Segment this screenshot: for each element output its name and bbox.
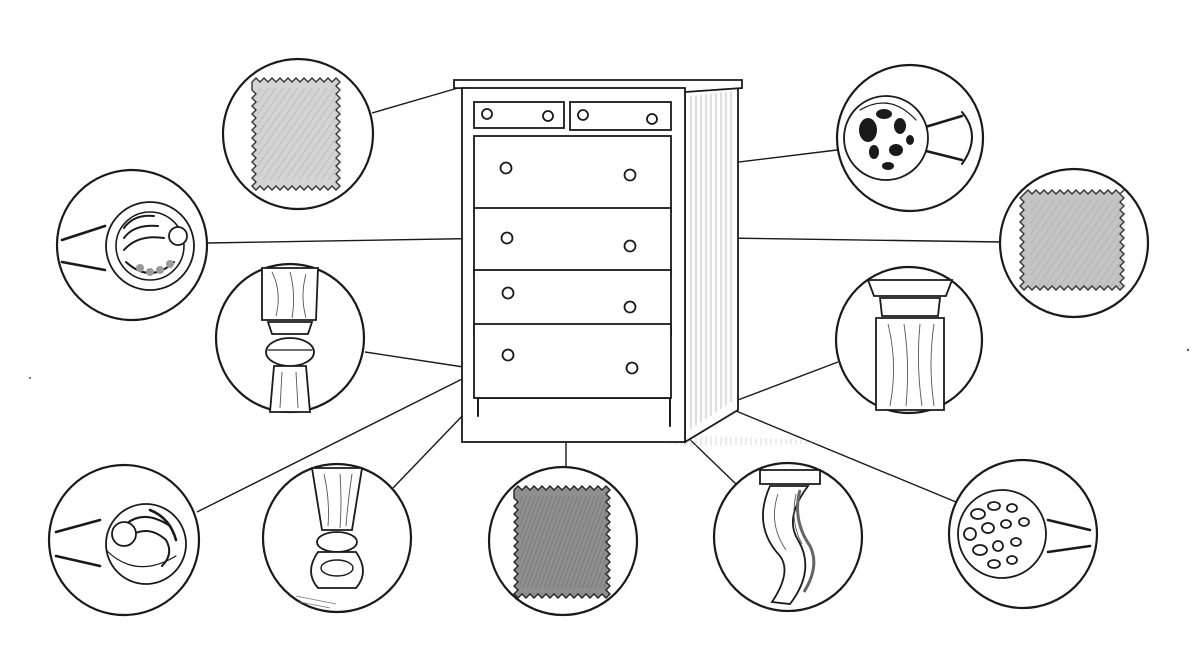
knob bbox=[481, 108, 493, 120]
bubble-finish-dark bbox=[487, 465, 639, 617]
knob-stem bbox=[1046, 518, 1092, 554]
knob bbox=[623, 239, 637, 253]
knob-stem bbox=[920, 114, 964, 162]
knob bbox=[542, 110, 554, 122]
knob-dots bbox=[963, 501, 1030, 569]
knob bbox=[500, 231, 514, 245]
bubble-knob-fluted bbox=[55, 168, 209, 322]
chest-of-drawers bbox=[453, 79, 820, 446]
drawer-5 bbox=[473, 323, 672, 399]
bubble-knob-swirl bbox=[47, 463, 201, 617]
leg-foot bbox=[310, 551, 364, 589]
leader-leg-turned bbox=[364, 351, 471, 369]
leader-finish-side bbox=[721, 237, 1003, 243]
bubble-finish-side bbox=[998, 167, 1150, 319]
knob-head bbox=[843, 95, 929, 181]
knob bbox=[625, 361, 639, 375]
leader-finish-top bbox=[371, 87, 459, 114]
knob-spots bbox=[859, 109, 914, 170]
chest-knobs bbox=[481, 108, 658, 375]
bubble-knob-dotted bbox=[947, 458, 1099, 610]
leader-leg-tapered bbox=[392, 411, 467, 489]
bubble-finish-top bbox=[221, 57, 375, 211]
knob bbox=[501, 286, 515, 300]
bubble-leg-cabriole bbox=[712, 461, 864, 613]
leader-leg-square bbox=[721, 361, 839, 407]
bubble-leg-turned bbox=[214, 262, 366, 414]
leg-foot bbox=[269, 365, 311, 413]
leg-shaft bbox=[875, 317, 945, 411]
knob-flutes bbox=[123, 214, 165, 251]
leader-knob-fluted bbox=[206, 237, 506, 244]
drawer-2 bbox=[473, 135, 672, 213]
leg-top-block bbox=[759, 469, 821, 485]
side-panel-shading bbox=[690, 91, 734, 430]
knob bbox=[623, 300, 637, 314]
swatch-texture bbox=[1030, 200, 1126, 288]
knob bbox=[499, 161, 513, 175]
leg-bead bbox=[265, 337, 315, 367]
knob bbox=[646, 113, 658, 125]
knob-stem bbox=[60, 224, 107, 272]
bubble-leg-tapered bbox=[261, 462, 413, 614]
leg-block bbox=[261, 267, 319, 321]
knob bbox=[623, 168, 637, 182]
swatch-texture bbox=[520, 496, 610, 588]
bubble-knob-spotted bbox=[835, 63, 985, 213]
leg-cap bbox=[866, 279, 954, 297]
leader-knob-swirl bbox=[196, 355, 509, 513]
leg-shaft bbox=[310, 467, 364, 531]
swatch-texture bbox=[258, 88, 342, 180]
knob-stem bbox=[54, 518, 102, 568]
leg-collar bbox=[316, 531, 358, 553]
bubble-leg-square bbox=[834, 265, 984, 415]
knob bbox=[501, 348, 515, 362]
knob bbox=[577, 109, 589, 121]
